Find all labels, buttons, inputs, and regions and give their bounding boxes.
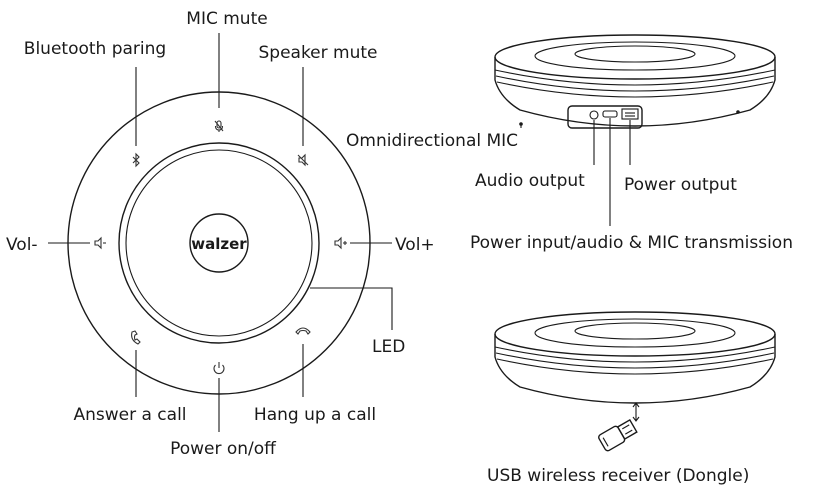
label-audio-output: Audio output bbox=[475, 171, 585, 191]
dongle-view-body bbox=[494, 334, 776, 404]
usb-dongle-icon bbox=[598, 418, 638, 452]
dongle-view-ring-2 bbox=[574, 322, 696, 340]
label-mic-mute: MIC mute bbox=[186, 9, 267, 29]
usb-a-port bbox=[621, 108, 639, 120]
label-led: LED bbox=[372, 337, 405, 357]
port-housing bbox=[567, 105, 643, 129]
device-inner-ring bbox=[125, 149, 313, 337]
front-view: walzer bbox=[6, 9, 435, 459]
label-speaker-mute: Speaker mute bbox=[258, 43, 377, 63]
label-vol-down: Vol- bbox=[6, 235, 38, 255]
side-top-ring-1 bbox=[534, 41, 736, 71]
insert-arrow-icon bbox=[632, 402, 640, 422]
brand-disc bbox=[189, 213, 249, 273]
power-icon bbox=[213, 362, 225, 375]
mic-mute-icon bbox=[214, 120, 224, 132]
dongle-view-ring-1 bbox=[534, 318, 736, 348]
label-bluetooth-paring: Bluetooth paring bbox=[24, 39, 166, 59]
label-hang-up-call: Hang up a call bbox=[254, 405, 376, 425]
vol-up-icon bbox=[334, 236, 347, 250]
bluetooth-icon bbox=[132, 152, 140, 168]
vol-down-icon bbox=[94, 236, 106, 250]
hang-up-icon bbox=[295, 327, 311, 335]
label-power-on-off: Power on/off bbox=[170, 439, 277, 459]
speaker-mute-icon bbox=[297, 153, 309, 167]
side-body bbox=[494, 57, 776, 127]
device-led-ring bbox=[118, 142, 320, 344]
side-top-ring-2 bbox=[574, 45, 696, 63]
label-power-output: Power output bbox=[624, 175, 737, 195]
leader-led bbox=[310, 287, 393, 330]
label-vol-up: Vol+ bbox=[395, 235, 435, 255]
side-view-dongle: USB wireless receiver (Dongle) bbox=[487, 311, 776, 486]
audio-output-port bbox=[589, 110, 599, 120]
usb-c-port bbox=[602, 110, 618, 118]
brand-logo: walzer bbox=[191, 235, 247, 253]
label-usb-dongle: USB wireless receiver (Dongle) bbox=[487, 466, 749, 486]
answer-call-icon bbox=[131, 330, 141, 345]
label-power-input: Power input/audio & MIC transmission bbox=[470, 233, 793, 253]
label-answer-call: Answer a call bbox=[73, 405, 186, 425]
side-band-1 bbox=[494, 69, 776, 86]
side-band-2 bbox=[495, 75, 775, 92]
side-band-3 bbox=[496, 81, 774, 98]
mic-hole-2 bbox=[736, 110, 740, 114]
side-view-ports: Omnidirectional MIC Audio output Power o… bbox=[346, 34, 793, 253]
label-omnidirectional-mic: Omnidirectional MIC bbox=[346, 131, 518, 151]
